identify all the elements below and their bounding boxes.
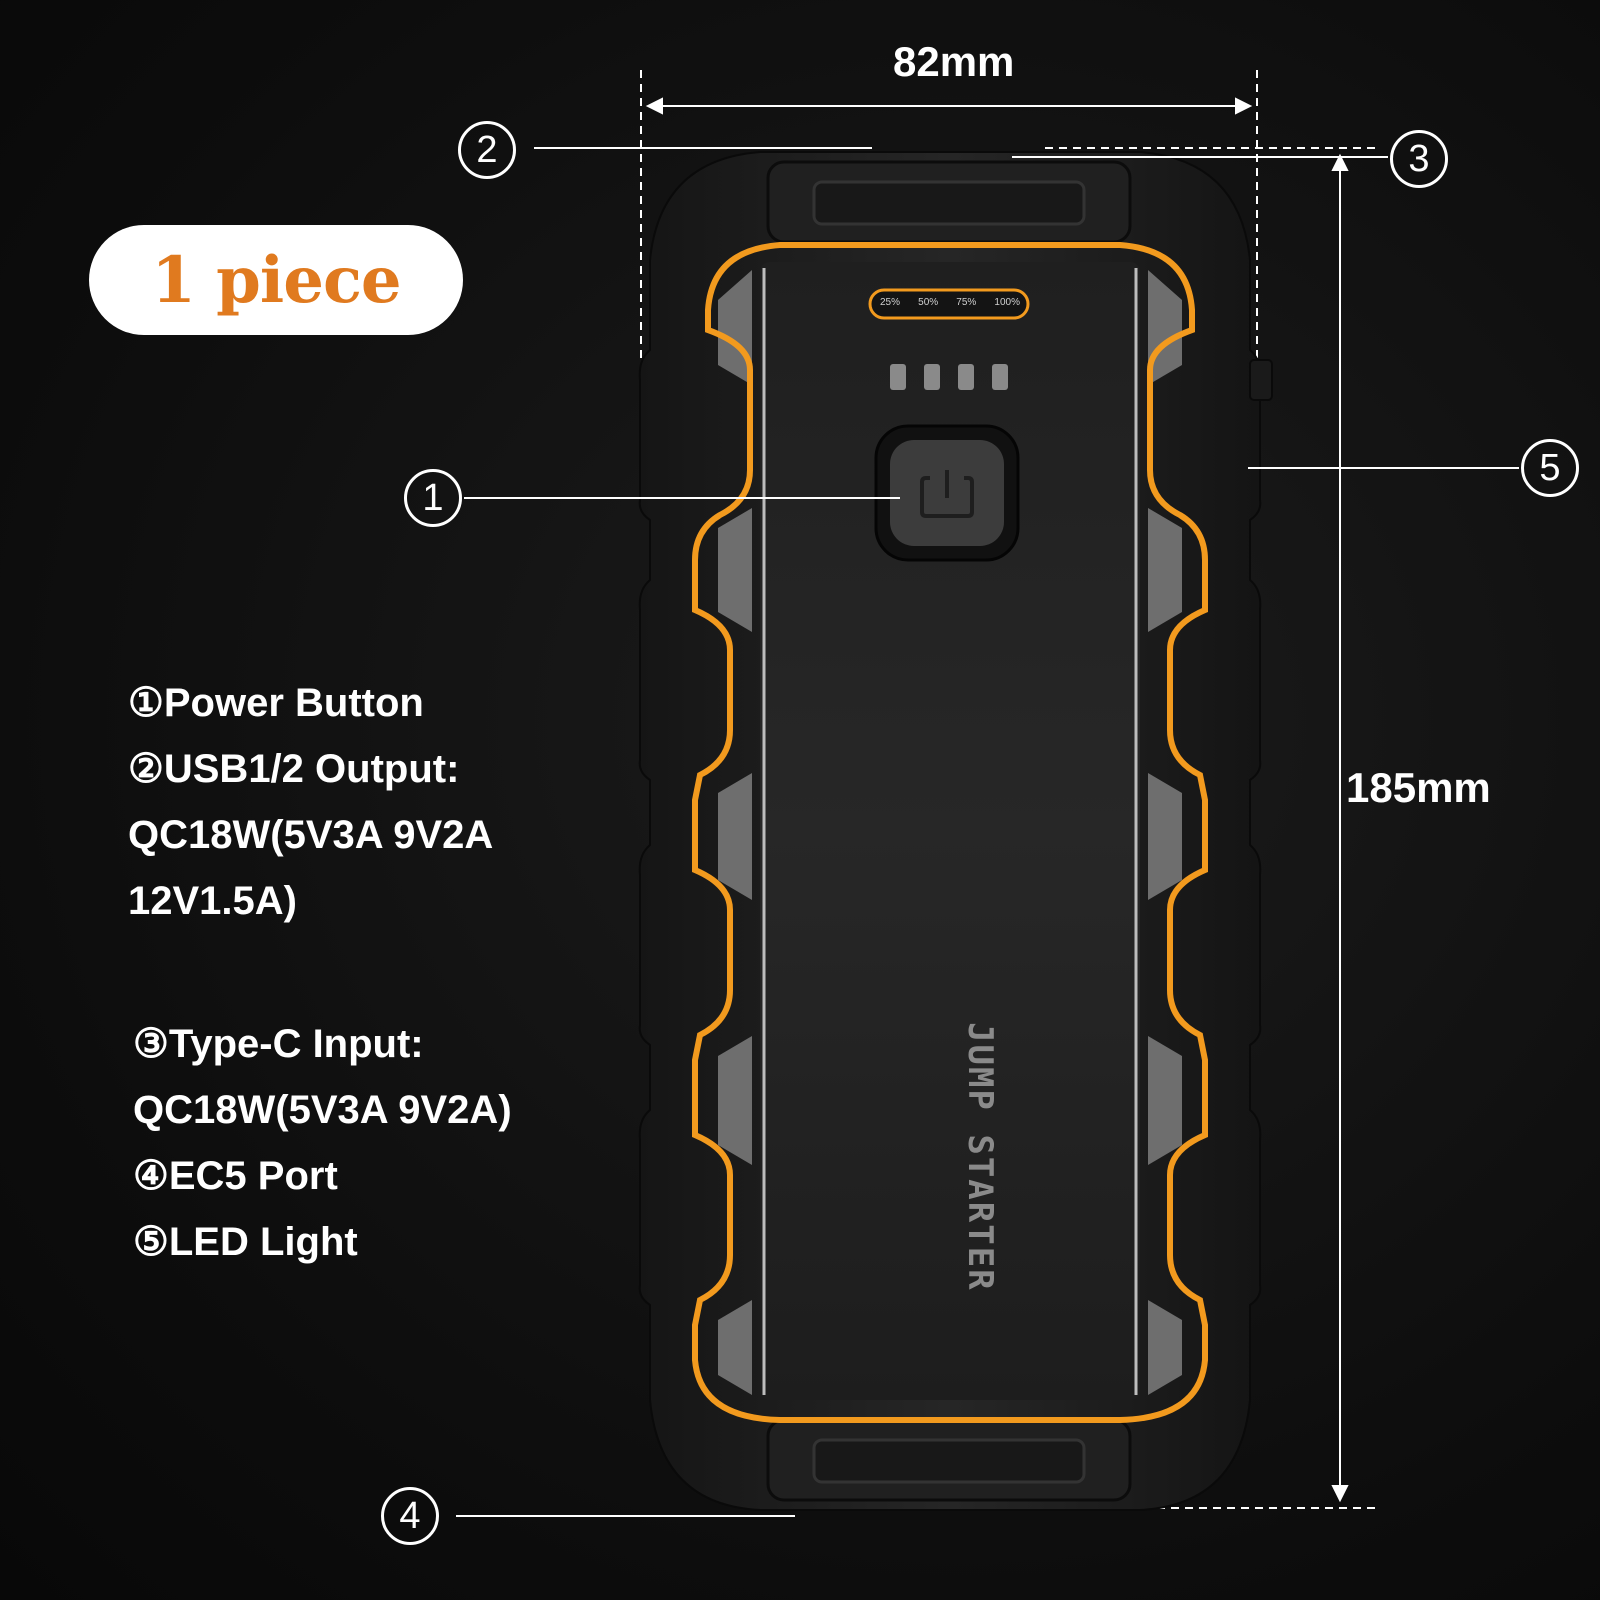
legend-typec-input: ③Type-C Input:	[133, 1022, 424, 1066]
callout-2: 2	[458, 121, 516, 179]
legend-usb-spec-1: QC18W(5V3A 9V2A	[128, 813, 494, 857]
legend-led-light: ⑤LED Light	[133, 1220, 358, 1264]
legend-power-button: ①Power Button	[128, 681, 424, 725]
scale-100: 100%	[994, 297, 1020, 308]
legend-input: ③Type-C Input: QC18W(5V3A 9V2A) ④EC5 Por…	[133, 1011, 512, 1275]
power-icon	[920, 470, 974, 518]
callout-3: 3	[1390, 130, 1448, 188]
height-dimension-label: 185mm	[1346, 764, 1491, 811]
scale-75: 75%	[956, 297, 977, 308]
led-light-nub	[1249, 359, 1273, 401]
left-grips	[718, 270, 752, 1395]
legend-ec5-port: ④EC5 Port	[133, 1154, 338, 1198]
legend-usb-spec-2: 12V1.5A)	[128, 879, 297, 923]
battery-led-indicators	[890, 364, 1008, 390]
legend-usb-output: ②USB1/2 Output:	[128, 747, 460, 791]
right-grips	[1148, 270, 1182, 1395]
callout-4: 4	[381, 1487, 439, 1545]
callout-5: 5	[1521, 439, 1579, 497]
callout-lines	[456, 147, 1519, 1517]
width-dimension-label: 82mm	[893, 38, 1015, 85]
front-panel	[760, 262, 1140, 1400]
battery-scale-labels: 25% 50% 75% 100%	[880, 297, 1020, 308]
quantity-badge-text: 1 piece	[151, 242, 401, 318]
dimension-guides	[640, 70, 1376, 1509]
callout-1: 1	[404, 469, 462, 527]
quantity-badge: 1 piece	[89, 225, 463, 335]
battery-scale	[868, 288, 1030, 320]
orange-accent-outline	[692, 242, 1208, 1423]
scale-50: 50%	[918, 297, 939, 308]
brand-text: JUMP STARTER	[960, 1022, 1000, 1292]
legend-typec-spec: QC18W(5V3A 9V2A)	[133, 1088, 512, 1132]
scale-25: 25%	[880, 297, 901, 308]
legend-output: ①Power Button ②USB1/2 Output: QC18W(5V3A…	[128, 670, 493, 934]
